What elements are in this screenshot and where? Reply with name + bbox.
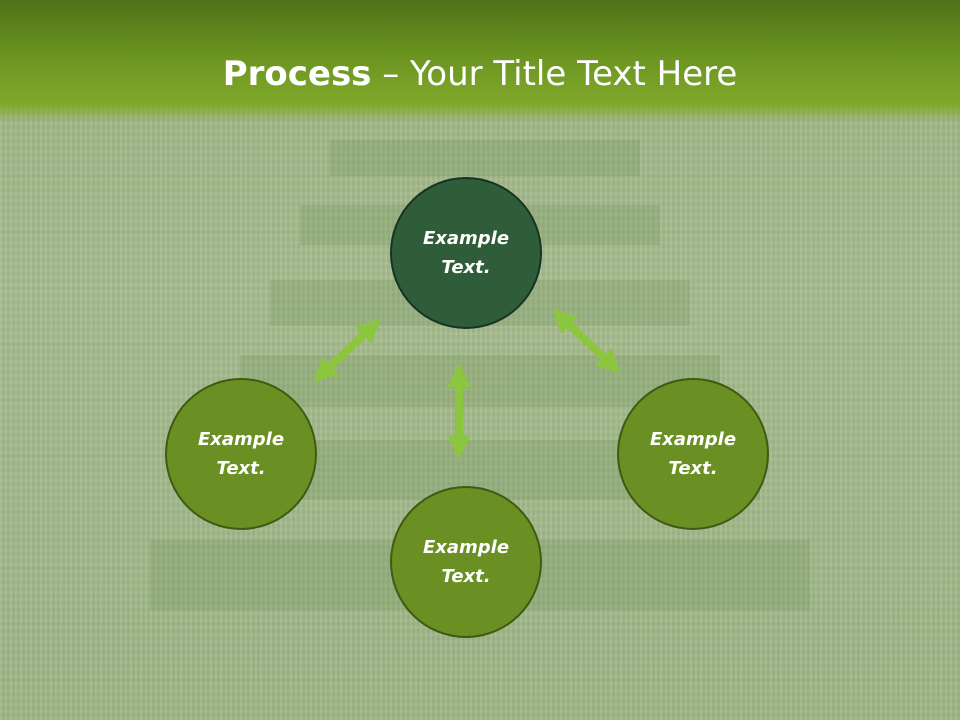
title-rest-part: – Your Title Text Here xyxy=(371,54,738,94)
arrow-top-left xyxy=(313,318,381,383)
node-label: Example Text. xyxy=(649,429,737,479)
process-node-left[interactable]: Example Text. xyxy=(165,378,317,530)
node-label: Example Text. xyxy=(422,537,510,587)
process-node-top[interactable]: Example Text. xyxy=(390,177,542,329)
process-node-bottom[interactable]: Example Text. xyxy=(390,486,542,638)
title-banner xyxy=(0,0,960,122)
title-bold-part: Process xyxy=(222,54,372,94)
slide-title[interactable]: Process – Your Title Text Here xyxy=(0,52,960,96)
node-label: Example Text. xyxy=(422,228,510,278)
node-label: Example Text. xyxy=(197,429,285,479)
grass-step xyxy=(330,140,640,176)
process-node-right[interactable]: Example Text. xyxy=(617,378,769,530)
arrow-top-right xyxy=(552,308,621,374)
